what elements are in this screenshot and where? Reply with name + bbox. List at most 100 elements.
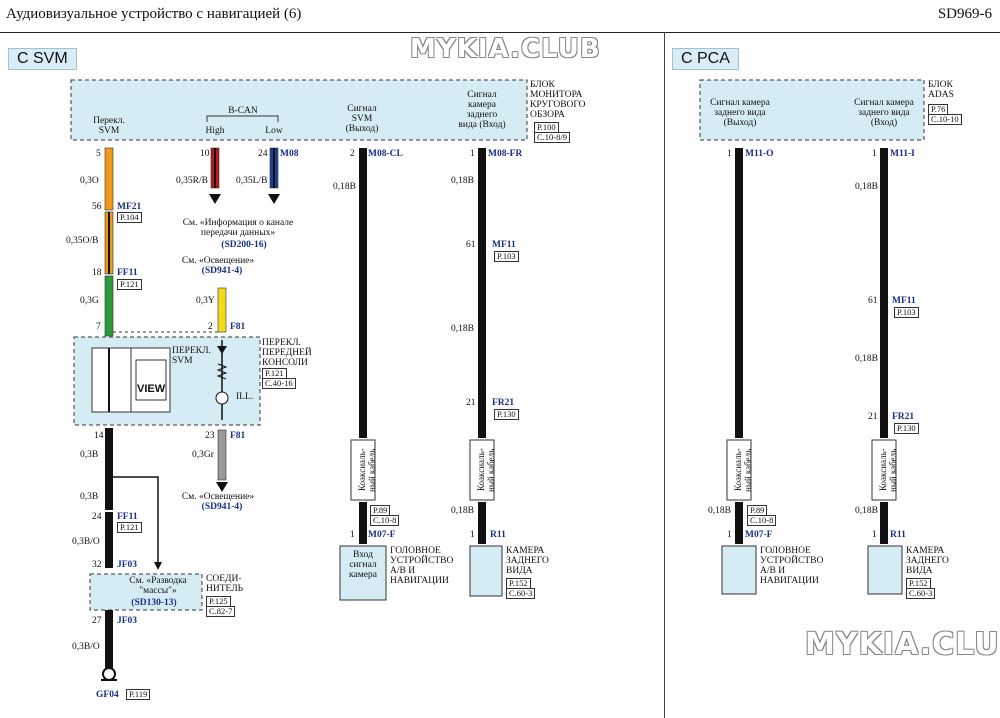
ref-box: P.103 bbox=[494, 251, 519, 262]
svm-unit-name: БЛОК МОНИТОРА КРУГОВОГО ОБЗОРА bbox=[530, 80, 586, 120]
pin-label: 10 bbox=[200, 149, 210, 159]
pin-label: 1 bbox=[727, 530, 732, 540]
coax-label: Коаксиаль-ный кабель bbox=[878, 448, 898, 492]
connector-label: M08-FR bbox=[488, 149, 523, 159]
wire-label: 0,35O/B bbox=[66, 236, 99, 246]
camera-signal-label: Сигнал камера заднего вида (Вход) bbox=[458, 90, 506, 130]
headunit-input-box bbox=[339, 545, 387, 601]
svm-switch-pin-label: Перекл. SVM bbox=[93, 116, 125, 136]
ground-label: GF04 bbox=[96, 690, 119, 700]
wire-label: 0,3B/O bbox=[72, 642, 100, 652]
can-high-label: High bbox=[205, 126, 225, 136]
connector-label: F81 bbox=[230, 431, 246, 441]
connector-label: M08-CL bbox=[368, 149, 403, 159]
camera2-name: КАМЕРА ЗАДНЕГО ВИДА bbox=[906, 546, 949, 576]
connector-label: JF03 bbox=[117, 560, 138, 570]
wire-label: 0,3O bbox=[80, 176, 99, 186]
light-note-code: (SD941-4) bbox=[201, 266, 243, 276]
ground-connector-box bbox=[89, 573, 203, 611]
ref-box: C.60-3 bbox=[506, 588, 536, 599]
section-label-svm: C SVM bbox=[8, 48, 77, 70]
connector-label: F81 bbox=[230, 322, 246, 332]
bcan-bracket bbox=[206, 115, 279, 122]
header-bar: Аудиовизуальное устройство с навигацией … bbox=[0, 0, 1000, 33]
wire-adas-in bbox=[880, 148, 888, 438]
ground-symbol bbox=[102, 667, 116, 681]
pin-label: 14 bbox=[94, 431, 104, 441]
ref-box: C.10-8 bbox=[370, 515, 400, 526]
wire-label: 0,3G bbox=[80, 296, 99, 306]
camera-box bbox=[469, 545, 503, 597]
wire-label: 0,35L/B bbox=[236, 176, 268, 186]
page-title: Аудиовизуальное устройство с навигацией … bbox=[6, 6, 302, 22]
connector-label: FF11 bbox=[117, 268, 138, 278]
wire-label: 0,3B/O bbox=[72, 537, 100, 547]
pin-label: 56 bbox=[92, 202, 102, 212]
headunit2-box bbox=[721, 545, 757, 595]
light-note-2: См. «Освещение» bbox=[181, 492, 255, 502]
pin-label: 61 bbox=[466, 240, 476, 250]
svm-signal-label: Сигнал SVM (Выход) bbox=[345, 104, 379, 134]
wire-green bbox=[104, 275, 114, 337]
wire-svm-signal bbox=[359, 148, 367, 438]
ref-box: P.119 bbox=[126, 689, 151, 700]
ref-box: C.10-8 bbox=[747, 515, 777, 526]
watermark-bottom: MYKIA.CLUB bbox=[805, 627, 1000, 662]
pin-label: 1 bbox=[872, 149, 877, 159]
diagram-code: SD969-6 bbox=[937, 6, 992, 22]
ref-box: P.130 bbox=[494, 409, 519, 420]
coax-box-1 bbox=[350, 439, 376, 501]
connector-label: FR21 bbox=[892, 412, 915, 422]
ref-box: P.121 bbox=[117, 279, 142, 290]
pin-label: 2 bbox=[208, 322, 213, 332]
connector-label: JF03 bbox=[117, 616, 138, 626]
bus-note-code: (SD200-16) bbox=[221, 240, 267, 250]
connector-label: R11 bbox=[890, 530, 906, 540]
wire-yellow bbox=[217, 287, 227, 333]
ref-box: P.104 bbox=[117, 212, 142, 223]
ref-box: P.103 bbox=[894, 307, 919, 318]
bus-note: См. «Информация о канале передачи данных… bbox=[182, 218, 294, 238]
adas-in-label: Сигнал камера заднего вида (Вход) bbox=[854, 98, 914, 128]
svm-unit-box bbox=[70, 79, 528, 141]
adas-unit-ref2: C.10-10 bbox=[928, 114, 962, 125]
connector-label: M08 bbox=[280, 149, 299, 159]
connector-label: M11-I bbox=[890, 149, 915, 159]
ground-note: См. «Разводка "массы"» bbox=[129, 576, 187, 596]
wire-label: 0,3Y bbox=[196, 296, 215, 306]
pin-label: 23 bbox=[205, 431, 215, 441]
connector-note: СОЕДИ-НИТЕЛЬ bbox=[206, 574, 244, 594]
pin-label: 61 bbox=[868, 296, 878, 306]
wire-label: 0,18B bbox=[855, 354, 878, 364]
bcan-label: B-CAN bbox=[228, 106, 258, 116]
wire-black-ground bbox=[105, 428, 113, 510]
connector-label: FR21 bbox=[492, 398, 515, 408]
coax-label: Коаксиаль-ный кабель bbox=[733, 448, 753, 492]
wire-label: 0,3Gr bbox=[192, 450, 214, 460]
wire-label: 0,18B bbox=[855, 506, 878, 516]
wire-label: 0,35R/B bbox=[176, 176, 208, 186]
coax-box-2 bbox=[469, 439, 495, 501]
connector-label: MF21 bbox=[117, 202, 142, 212]
pin-label: 1 bbox=[470, 149, 475, 159]
pin-label: 1 bbox=[872, 530, 877, 540]
coax-label: Коаксиаль-ный кабель bbox=[357, 448, 377, 492]
wire-label: 0,18B bbox=[333, 182, 356, 192]
adas-unit-name: БЛОК ADAS bbox=[928, 80, 954, 100]
light-note-code-2: (SD941-4) bbox=[201, 502, 243, 512]
light-note: См. «Освещение» bbox=[181, 256, 255, 266]
pin-label: 27 bbox=[92, 616, 102, 626]
wire-label: 0,18B bbox=[451, 176, 474, 186]
connector-label: MF11 bbox=[492, 240, 516, 250]
pin-label: 1 bbox=[350, 530, 355, 540]
connector-label: M07-F bbox=[745, 530, 773, 540]
wire-gray bbox=[217, 429, 227, 481]
wire-orange bbox=[104, 147, 114, 211]
camera-name: КАМЕРА ЗАДНЕГО ВИДА bbox=[506, 546, 549, 576]
ref-box: C.82-7 bbox=[206, 606, 236, 617]
connector-label: FF11 bbox=[117, 512, 138, 522]
headunit-input-label: Вход сигнал камера bbox=[349, 550, 377, 580]
adas-unit-box bbox=[699, 79, 925, 141]
ground-note-code: (SD130-13) bbox=[131, 598, 177, 608]
